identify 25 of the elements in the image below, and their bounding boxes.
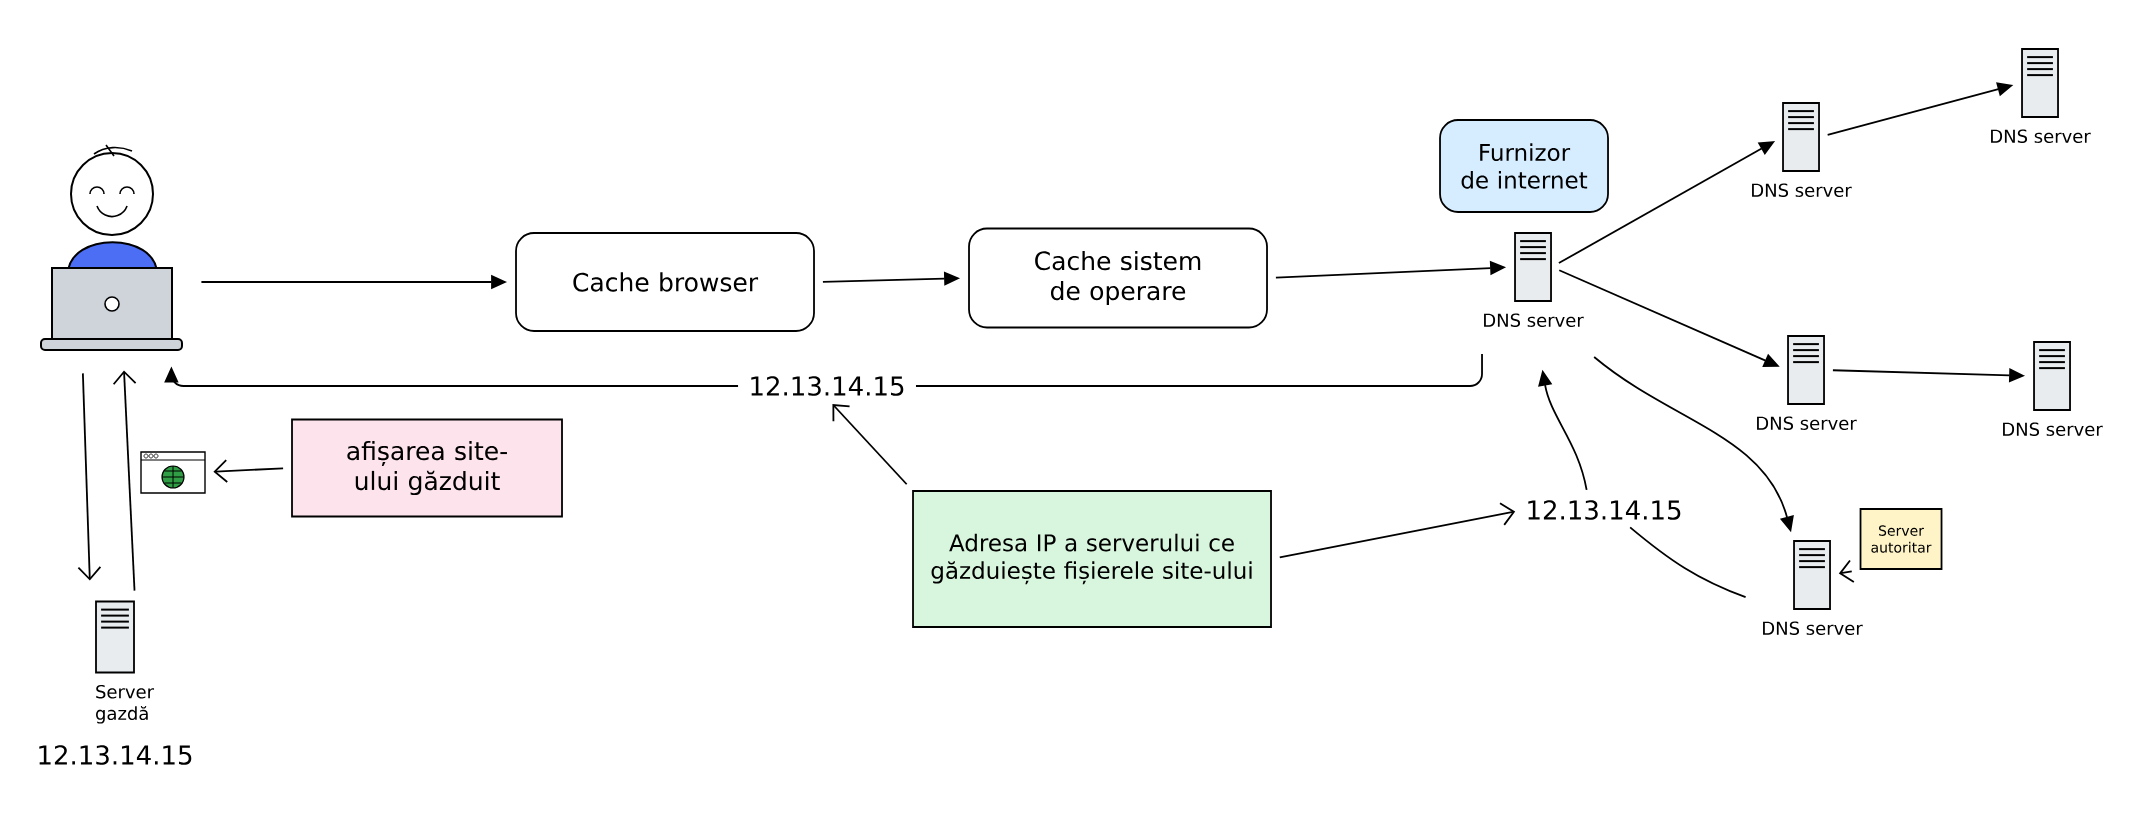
arrow (112, 370, 137, 592)
connector-line (1629, 526, 1747, 599)
arrow (213, 459, 284, 483)
arrow (1278, 502, 1516, 559)
server-label: Server gazdă (96, 684, 155, 724)
info-box: afișarea site-ului găzduit (291, 418, 563, 518)
server-label: DNS server (1763, 621, 1863, 635)
server-label: DNS server (1752, 183, 1852, 197)
process-box: Cache sistem de operare (968, 227, 1268, 329)
person-drawing (40, 144, 183, 351)
process-box: Cache browser (515, 232, 815, 332)
arrow (77, 372, 102, 581)
note-box: Server autoritar (1859, 508, 1943, 570)
browser-window-icon (140, 451, 206, 494)
ip-address-text: 12.13.14.15 (39, 745, 192, 765)
server-label: DNS server (2003, 422, 2103, 436)
connector-line (915, 353, 1483, 387)
ip-address-text: 12.13.14.15 (1528, 500, 1681, 520)
server-label: DNS server (1484, 313, 1584, 327)
server-label: DNS server (1991, 129, 2091, 143)
server-label: DNS server (1757, 416, 1857, 430)
provider-box: Furnizor de internet (1439, 119, 1609, 213)
info-box: Adresa IP a serverului ce găzduiește fișierele site-ului (912, 490, 1272, 628)
arrow (832, 404, 908, 486)
ip-address-text: 12.13.14.15 (751, 376, 904, 396)
